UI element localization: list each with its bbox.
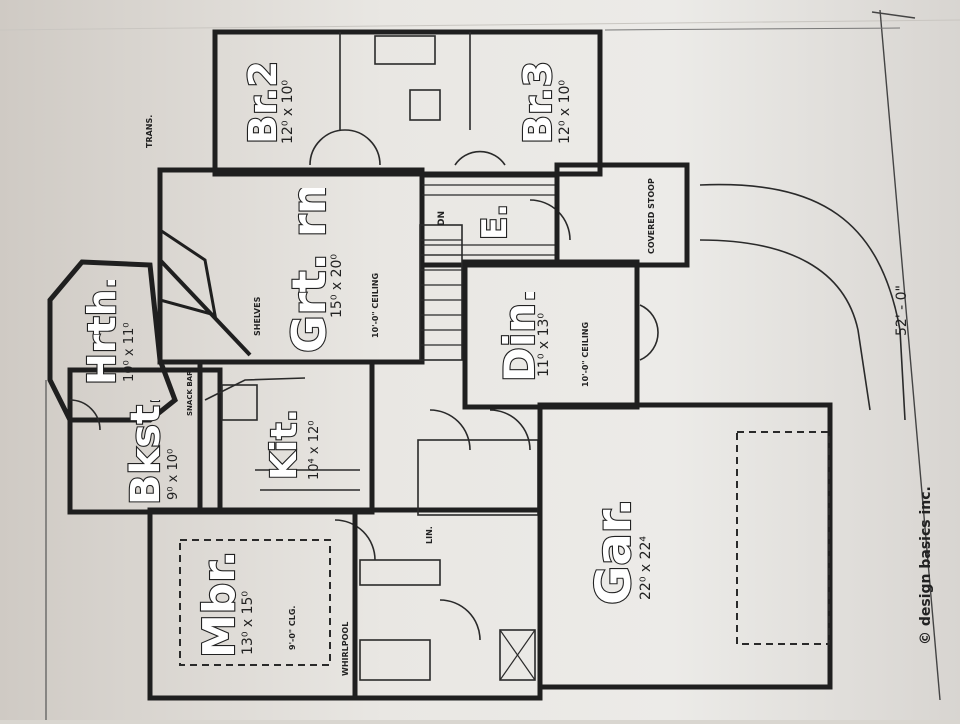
lin-text: LIN. (425, 526, 434, 544)
overall-dimension-text: 52' - 0" (894, 285, 910, 336)
room-label-din: Din. 11⁰ x 13⁰ 10'-0" CEILING (488, 286, 618, 392)
grt-dim: 15⁰ x 20⁰ (329, 254, 345, 318)
note-covered-stoop: COVERED STOOP (640, 178, 680, 258)
grt-ceiling: 10'-0" CEILING (371, 273, 380, 338)
grt-name: Grt. rm. (282, 188, 336, 353)
snack-bar-text: SNACK BAR (186, 370, 194, 416)
note-lin: LIN. (420, 508, 440, 548)
kit-name: Kit. (264, 409, 305, 480)
trans-text: TRANS. (145, 115, 154, 148)
gar-name: Gar. (586, 500, 642, 605)
dn-text: DN (437, 211, 447, 226)
room-label-br2: Br.2 12⁰ x 10⁰ (228, 60, 298, 152)
hrth-dim: 10⁰ x 11⁰ (122, 323, 137, 382)
room-label-hrth: Hrth. 10⁰ x 11⁰ (75, 274, 165, 390)
room-label-entry: E. (470, 200, 520, 250)
room-label-grt: Grt. rm. 15⁰ x 20⁰ 10'-0" CEILING (275, 148, 415, 358)
copyright-text: © design basics inc. (918, 486, 934, 645)
kit-dim: 10⁴ x 12⁰ (307, 421, 322, 480)
gar-dim: 22⁰ x 22⁴ (638, 536, 654, 600)
br2-dim: 12⁰ x 10⁰ (280, 80, 296, 144)
bedroom-wing-outline (212, 29, 603, 177)
room-label-gar: Gar. 22⁰ x 22⁴ (580, 497, 670, 610)
mbr-name: Mbr. (194, 551, 245, 658)
overall-dimension: 52' - 0" (888, 270, 918, 340)
note-trans: TRANS. (140, 100, 160, 150)
room-label-kit: Kit. 10⁴ x 12⁰ (260, 385, 340, 485)
note-shelves: SHELVES (248, 268, 268, 338)
note-whirlpool: WHIRLPOOL (336, 600, 356, 680)
note-snack-bar: SNACK BAR (178, 360, 208, 420)
br3-dim: 12⁰ x 10⁰ (557, 80, 573, 144)
mbr-ceiling: 9'-0" CLG. (288, 606, 297, 650)
room-label-br3: Br.3 12⁰ x 10⁰ (505, 60, 575, 152)
hrth-name: Hrth. (80, 280, 124, 385)
din-name: Din. (495, 292, 544, 382)
copyright: © design basics inc. (905, 455, 945, 650)
covered-stoop-text: COVERED STOOP (647, 178, 656, 254)
bkst-name: Bkst. (123, 400, 169, 505)
shelves-text: SHELVES (253, 296, 262, 336)
room-label-mbr: Mbr. 13⁰ x 15⁰ 9'-0" CLG. (190, 540, 320, 665)
room-label-bkst: Bkst. 9⁰ x 10⁰ (115, 389, 195, 510)
br3-name: Br.3 (516, 62, 560, 144)
whirlpool-text: WHIRLPOOL (341, 622, 350, 676)
mbr-dim: 13⁰ x 15⁰ (240, 591, 256, 655)
hearth-room-outline (47, 259, 178, 423)
note-dn: DN (432, 200, 452, 230)
din-dim: 11⁰ x 13⁰ (536, 313, 552, 377)
entry-name: E. (475, 204, 515, 240)
bkst-dim: 9⁰ x 10⁰ (166, 449, 181, 500)
br2-name: Br.2 (241, 62, 285, 144)
din-ceiling: 10'-0" CEILING (581, 322, 590, 387)
